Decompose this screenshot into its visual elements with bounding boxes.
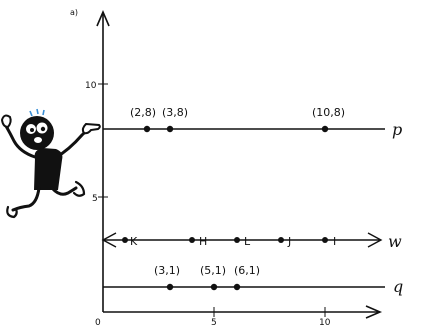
point-q-6-1 <box>233 283 241 291</box>
line-w-right-arrow <box>367 232 383 248</box>
point-label-6-1: (6,1) <box>234 264 260 277</box>
point-w-J <box>278 237 284 243</box>
point-w-L <box>234 237 240 243</box>
point-label-K: K <box>130 235 138 248</box>
point-w-H <box>189 237 195 243</box>
point-p-2-8 <box>143 125 151 133</box>
point-label-5-1: (5,1) <box>200 264 226 277</box>
point-q-5-1 <box>210 283 218 291</box>
point-label-3-1: (3,1) <box>154 264 180 277</box>
y-axis-arrow <box>96 9 110 27</box>
point-label-10-8: (10,8) <box>312 106 345 119</box>
x-tick-label-10: 10 <box>319 318 331 326</box>
point-label-I: I <box>333 235 336 248</box>
x-tick-label-5: 5 <box>211 318 217 326</box>
line-w-left-arrow <box>101 232 117 248</box>
point-p-3-8 <box>166 125 174 133</box>
point-q-3-1 <box>166 283 174 291</box>
point-label-L: L <box>244 235 251 248</box>
point-w-K <box>122 237 128 243</box>
point-label-2-8: (2,8) <box>130 106 156 119</box>
point-label-H: H <box>199 235 207 248</box>
line-q-label: q <box>393 277 403 296</box>
point-p-10-8 <box>321 125 329 133</box>
y-tick-label-10: 10 <box>85 81 97 91</box>
y-tick-label-5: 5 <box>92 194 98 204</box>
pointing-figure-illustration <box>0 108 101 219</box>
line-w-label: w <box>388 232 402 251</box>
x-axis-arrow <box>365 305 383 319</box>
line-p-label: p <box>392 120 402 139</box>
part-label: a) <box>70 8 78 17</box>
x-tick-label-0: 0 <box>95 318 101 326</box>
point-label-3-8: (3,8) <box>162 106 188 119</box>
point-label-J: J <box>287 235 291 248</box>
point-w-I <box>322 237 328 243</box>
